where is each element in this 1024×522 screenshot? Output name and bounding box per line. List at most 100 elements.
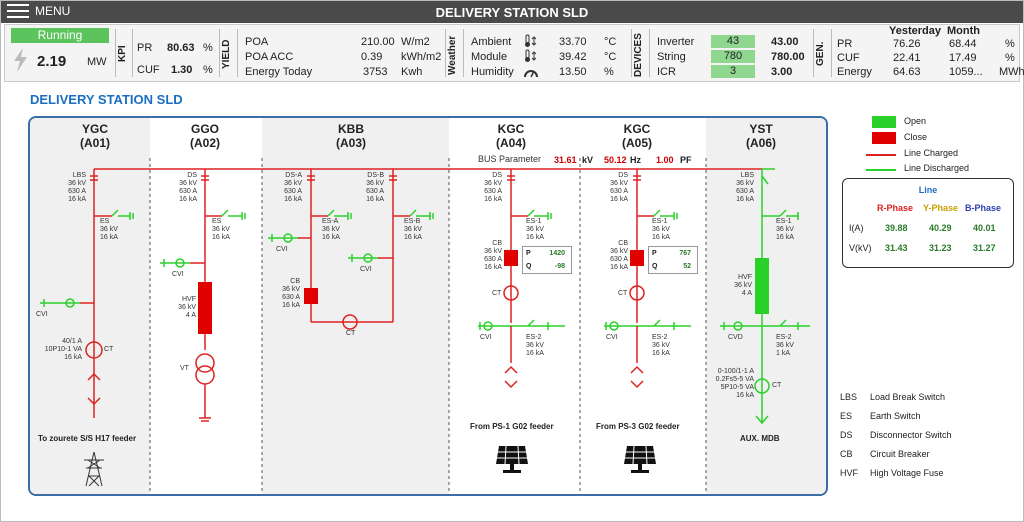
ambient-label: Ambient — [471, 36, 512, 48]
legend-close-label: Close — [904, 132, 928, 142]
abbr-lbs: LBS — [840, 392, 858, 402]
current-row-label: I(A) — [849, 223, 864, 233]
cuf-value: 1.30 — [171, 64, 193, 76]
bus-pf-unit: PF — [680, 155, 692, 165]
menu-button[interactable]: MENU — [7, 4, 70, 18]
abbr-cb: CB — [840, 449, 853, 459]
a05-feeder-label: From PS-3 G02 feeder — [596, 422, 680, 431]
poa-acc-value: 0.39 — [361, 51, 383, 63]
a03-cvi1-label: CVI — [276, 246, 288, 253]
a04-feeder-label: From PS-1 G02 feeder — [470, 422, 554, 431]
gen-cuf-yesterday: 22.41 — [893, 52, 921, 64]
gen-pr-unit: % — [1005, 38, 1015, 50]
cuf-unit: % — [203, 64, 213, 76]
poa-value: 210.00 — [361, 36, 395, 48]
energy-today-value: 3753 — [363, 66, 388, 78]
cuf-label: CUF — [137, 64, 160, 76]
bay-a02-title: GGO(A02) — [189, 122, 220, 150]
poa-acc-label: POA ACC — [245, 51, 294, 63]
power-value: 2.19 — [37, 53, 67, 70]
bus-hz-unit: Hz — [630, 155, 641, 165]
voltage-b: 31.27 — [973, 243, 996, 253]
current-b: 40.01 — [973, 223, 996, 233]
bolt-icon — [14, 48, 27, 72]
thermometer-icon — [525, 34, 537, 47]
page-title: DELIVERY STATION SLD — [435, 5, 589, 20]
bus-parameter-label: BUS Parameter — [478, 154, 542, 164]
a01-ct-label: CT — [104, 346, 114, 353]
ambient-unit: °C — [604, 36, 617, 48]
abbr-es-text: Earth Switch — [870, 411, 921, 421]
bay-a06-title: YST(A06) — [745, 122, 776, 150]
string-count: 780 — [711, 50, 755, 63]
solar-panel-icon — [496, 445, 528, 473]
gen-month-header: Month — [947, 25, 980, 37]
module-label: Module — [471, 51, 508, 63]
bus-hz: 50.12 — [604, 155, 627, 165]
line-table-title: Line — [918, 185, 938, 195]
a01-feeder-label: To zourete S/S H17 feeder — [38, 434, 137, 443]
string-label: String — [657, 51, 686, 63]
gen-pr-month: 68.44 — [949, 38, 977, 50]
solar-panel-icon — [624, 445, 656, 473]
bay-a05-title: KGC(A05) — [621, 122, 652, 150]
gauge-icon — [524, 70, 538, 78]
gen-pr-label: PR — [837, 38, 853, 50]
bay-a01-title: YGC(A01) — [79, 122, 110, 150]
a03-cvi2-label: CVI — [360, 266, 372, 273]
energy-today-label: Energy Today — [245, 66, 313, 78]
sld-diagram — [40, 158, 810, 494]
abbr-hvf-text: High Voltage Fuse — [870, 468, 944, 478]
y-phase-header: Y-Phase — [923, 203, 959, 213]
voltage-y: 31.23 — [929, 243, 952, 253]
line-parameters-table: Line R-Phase Y-Phase B-Phase I(A) 39.88 … — [842, 178, 1014, 268]
current-r: 39.88 — [885, 223, 908, 233]
voltage-row-label: V(kV) — [849, 243, 872, 253]
a06-cvd-label: CVD — [728, 334, 743, 341]
gen-energy-yesterday: 64.63 — [893, 66, 921, 78]
string-value: 780.00 — [771, 51, 805, 63]
bus-pf: 1.00 — [656, 155, 674, 165]
legend-open-swatch — [872, 116, 896, 128]
abbr-es: ES — [840, 411, 853, 421]
energy-today-unit: Kwh — [401, 66, 423, 78]
gen-energy-month: 1059... — [949, 66, 983, 78]
top-bar: MENU DELIVERY STATION SLD — [1, 1, 1023, 23]
bay-a03-title: KBB(A03) — [335, 122, 366, 150]
devices-label: DEVICES — [633, 33, 644, 77]
inverter-label: Inverter — [657, 36, 695, 48]
gen-cuf-label: CUF — [837, 52, 860, 64]
icr-label: ICR — [657, 66, 676, 78]
bus-kv: 31.61 — [554, 155, 577, 165]
a02-vt-label: VT — [180, 365, 189, 372]
poa-label: POA — [245, 36, 269, 48]
legend-discharged-line — [866, 169, 896, 171]
a06-feeder-label: AUX. MDB — [740, 434, 780, 443]
icr-value: 3.00 — [771, 66, 793, 78]
abbr-ds: DS — [840, 430, 853, 440]
status-badge: Running — [11, 28, 109, 43]
pr-unit: % — [203, 42, 213, 54]
a04-ct-label: CT — [492, 290, 502, 297]
humidity-value: 13.50 — [559, 66, 587, 78]
pr-label: PR — [137, 42, 153, 54]
b-phase-header: B-Phase — [965, 203, 1002, 213]
inverter-count: 43 — [711, 35, 755, 48]
weather-label: Weather — [447, 35, 458, 75]
